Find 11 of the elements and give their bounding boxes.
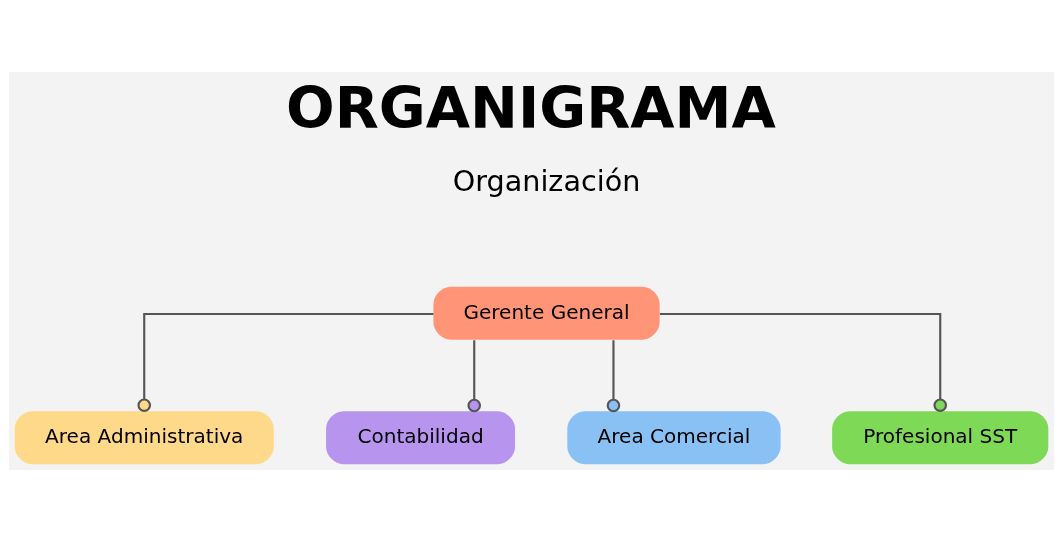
label: Organización [452,163,641,198]
connector [467,339,482,412]
node-box: Area Administrativa [14,410,274,464]
node-box: Profesional SST [832,410,1049,464]
node-box: Contabilidad [326,410,516,464]
node-box: Gerente General [433,286,660,340]
connector [659,312,948,412]
connector [606,339,621,412]
diagram-title: ORGANIGRAMA [285,74,776,142]
connector [137,312,434,412]
node-box: Area Comercial [567,410,781,464]
